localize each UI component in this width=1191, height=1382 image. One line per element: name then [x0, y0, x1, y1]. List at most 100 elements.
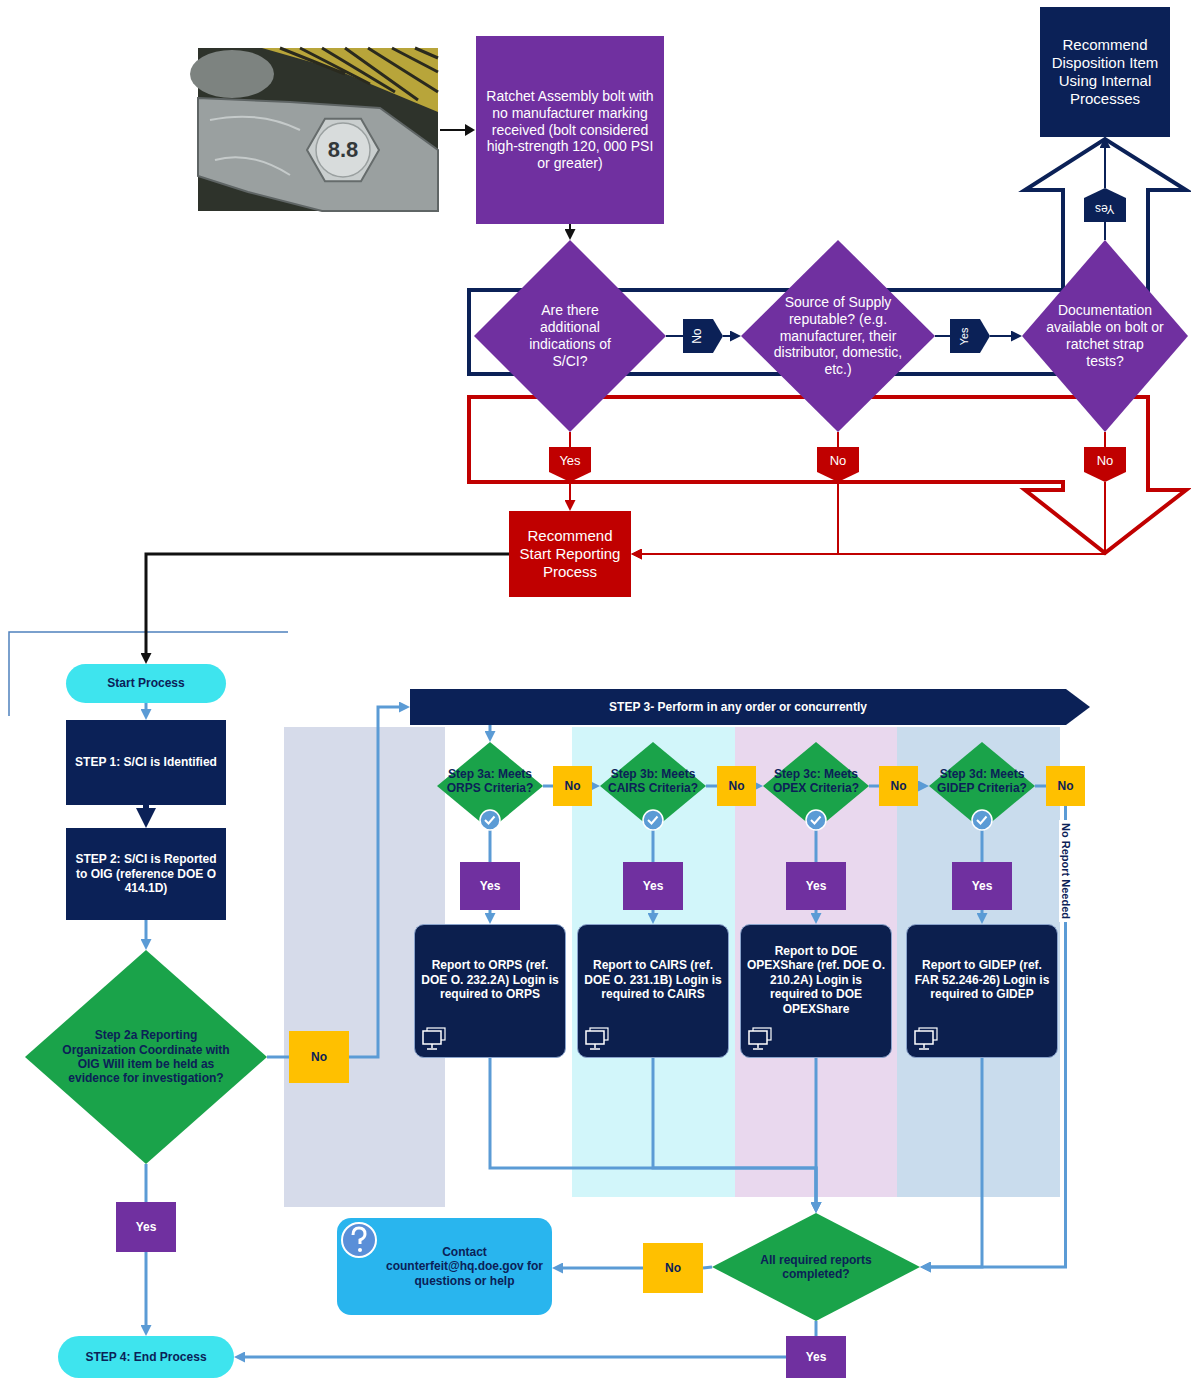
node-text: No — [1052, 779, 1079, 793]
yes-tag-outline — [549, 447, 591, 482]
node-text: No — [559, 779, 586, 793]
check-icon — [480, 810, 500, 830]
criteria-diamond-outline — [437, 742, 543, 830]
connector — [543, 785, 553, 788]
node-text: STEP 3- Perform in any order or concurre… — [416, 700, 1060, 714]
decision-diamond: Documentation available on bolt or ratch… — [1022, 240, 1188, 432]
connector — [981, 830, 984, 862]
yes-box: Yes — [116, 1202, 176, 1252]
node-text: Report to CAIRS (ref. DOE O. 231.1B) Log… — [583, 958, 723, 1001]
check-mark — [977, 817, 987, 824]
node-text: Report to GIDEP (ref. FAR 52.246-26) Log… — [912, 958, 1052, 1001]
node-text: Are there additional indications of S/CI… — [511, 302, 629, 369]
yes-tag: Yes — [1084, 188, 1126, 222]
bolt-face — [316, 123, 370, 177]
connector — [569, 432, 571, 447]
connector — [926, 1058, 983, 1267]
node-text: Yes — [958, 879, 1006, 893]
node-text: Step 3c: Meets OPEX Criteria? — [770, 767, 862, 796]
check-mark — [811, 817, 821, 824]
connector — [935, 335, 950, 337]
node-text: Recommend Disposition Item Using Interna… — [1046, 36, 1164, 108]
connector — [815, 1321, 818, 1336]
connector — [706, 785, 717, 788]
monitor-icon — [915, 1031, 933, 1044]
no-box: No — [643, 1243, 703, 1293]
node-text: No — [295, 1050, 343, 1064]
process-box: Ratchet Assembly bolt with no manufactur… — [476, 36, 664, 224]
connector — [652, 910, 655, 919]
decision-diamond-outline — [712, 1213, 920, 1321]
decision-diamond-outline — [741, 240, 935, 432]
criteria-diamond-outline — [600, 742, 706, 830]
check-icon — [972, 810, 992, 830]
node-text: Report to DOE OPEXShare (ref. DOE O. 210… — [746, 944, 886, 1016]
terminal-pill: Start Process — [66, 664, 226, 703]
connector — [652, 830, 655, 862]
node-text: Yes — [792, 1350, 840, 1364]
yes-box: Yes — [460, 862, 520, 910]
report-box: Report to CAIRS (ref. DOE O. 231.1B) Log… — [577, 924, 729, 1058]
decision-diamond: Step 2a Reporting Organization Coordinat… — [25, 950, 267, 1164]
connector — [637, 482, 1106, 554]
node-text: Contact counterfeit@hq.doe.gov for quest… — [383, 1245, 546, 1288]
connector — [489, 910, 492, 919]
bolt-marking: 8.8 — [328, 138, 359, 162]
connector — [490, 1058, 816, 1208]
node-text: Step 3b: Meets CAIRS Criteria? — [607, 767, 699, 796]
connector — [637, 482, 839, 554]
connector — [815, 910, 818, 919]
report-box: Report to GIDEP (ref. FAR 52.246-26) Log… — [906, 924, 1058, 1058]
step-box: STEP 2: S/CI is Reported to OIG (referen… — [66, 828, 226, 920]
outcome-box: Recommend Start Reporting Process — [509, 511, 631, 597]
yes-tag: Yes — [950, 319, 990, 353]
connector — [558, 1267, 644, 1270]
ratchet-plate — [198, 98, 438, 211]
help-box: Contact counterfeit@hq.doe.gov for quest… — [337, 1218, 552, 1315]
node-text: Ratchet Assembly bolt with no manufactur… — [482, 88, 658, 172]
step-box: STEP 1: S/CI is Identified — [66, 720, 226, 805]
connector — [703, 1267, 712, 1268]
no-tag-outline — [817, 447, 859, 482]
report-box: Report to ORPS (ref. DOE O. 232.2A) Logi… — [414, 924, 566, 1058]
yes-tag-outline — [1084, 188, 1126, 222]
no-tag: No — [817, 447, 859, 482]
decision-diamond-outline — [474, 240, 666, 432]
yes-tag: Yes — [549, 447, 591, 482]
connector — [489, 830, 492, 862]
node-text: STEP 4: End Process — [64, 1350, 228, 1364]
connector — [1104, 222, 1106, 240]
no-tag-outline — [1084, 447, 1126, 482]
no-tag-outline — [683, 319, 723, 353]
bracket — [9, 632, 288, 716]
node-text: No — [691, 328, 705, 343]
node-text: Recommend Start Reporting Process — [515, 527, 625, 581]
report-box: Report to DOE OPEXShare (ref. DOE O. 210… — [740, 924, 892, 1058]
help-icon — [342, 1223, 376, 1257]
strap-weave — [280, 48, 438, 100]
monitor-stand — [590, 1044, 600, 1049]
connector — [240, 1356, 787, 1359]
column-band — [897, 727, 1060, 1197]
yes-box: Yes — [786, 1336, 846, 1378]
node-text: All required reports completed? — [741, 1253, 891, 1282]
node-text: Yes — [466, 879, 514, 893]
decision-diamond: Source of Supply reputable? (e.g. manufa… — [741, 240, 935, 432]
node-text: Yes — [555, 453, 585, 469]
outcome-box: Recommend Disposition Item Using Interna… — [1040, 7, 1170, 137]
criteria-diamond-outline — [929, 742, 1035, 830]
connector — [267, 1056, 289, 1059]
node-text: Source of Supply reputable? (e.g. manufa… — [771, 294, 905, 378]
criteria-diamond-outline — [763, 742, 869, 830]
terminal-pill: STEP 4: End Process — [58, 1336, 234, 1378]
yes-box: Yes — [623, 862, 683, 910]
connector — [869, 785, 879, 788]
connector — [837, 432, 839, 447]
photo-blur — [190, 50, 274, 98]
connector — [1035, 785, 1046, 788]
yes-box: Yes — [786, 862, 846, 910]
no-box: No — [717, 766, 756, 806]
connector — [990, 335, 1017, 337]
bolt-head — [307, 119, 379, 181]
